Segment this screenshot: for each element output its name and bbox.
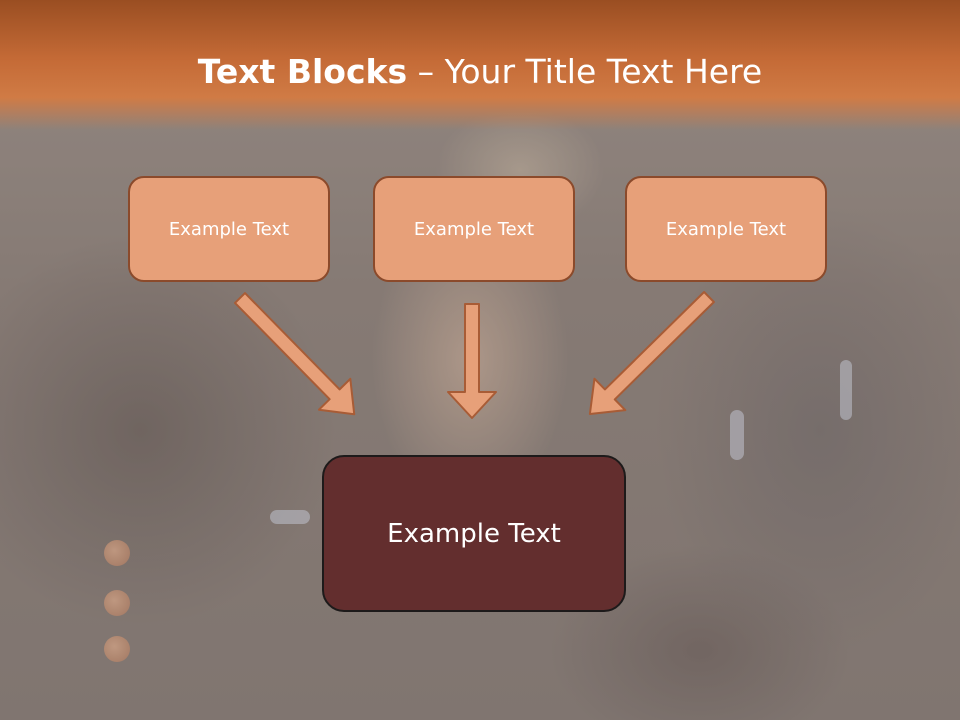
title-bold: Text Blocks — [197, 52, 408, 91]
text-block-1[interactable]: Example Text — [128, 176, 330, 282]
text-block-main-label: Example Text — [387, 518, 561, 549]
title-rest: – Your Title Text Here — [407, 52, 763, 91]
arrow-middle — [447, 303, 497, 419]
text-block-2-label: Example Text — [413, 218, 535, 240]
text-block-main[interactable]: Example Text — [322, 455, 626, 612]
orange-light-icon — [104, 636, 130, 662]
title-band — [0, 0, 960, 130]
chrome-highlight — [730, 410, 744, 460]
orange-light-icon — [104, 540, 130, 566]
slide-title: Text Blocks – Your Title Text Here — [0, 52, 960, 91]
text-block-1-label: Example Text — [168, 218, 290, 240]
text-block-3[interactable]: Example Text — [625, 176, 827, 282]
text-block-2[interactable]: Example Text — [373, 176, 575, 282]
text-block-3-label: Example Text — [665, 218, 787, 240]
arrow-right — [588, 291, 715, 416]
chrome-highlight — [840, 360, 852, 420]
chrome-highlight — [270, 510, 310, 524]
orange-light-icon — [104, 590, 130, 616]
arrow-left — [234, 292, 356, 416]
